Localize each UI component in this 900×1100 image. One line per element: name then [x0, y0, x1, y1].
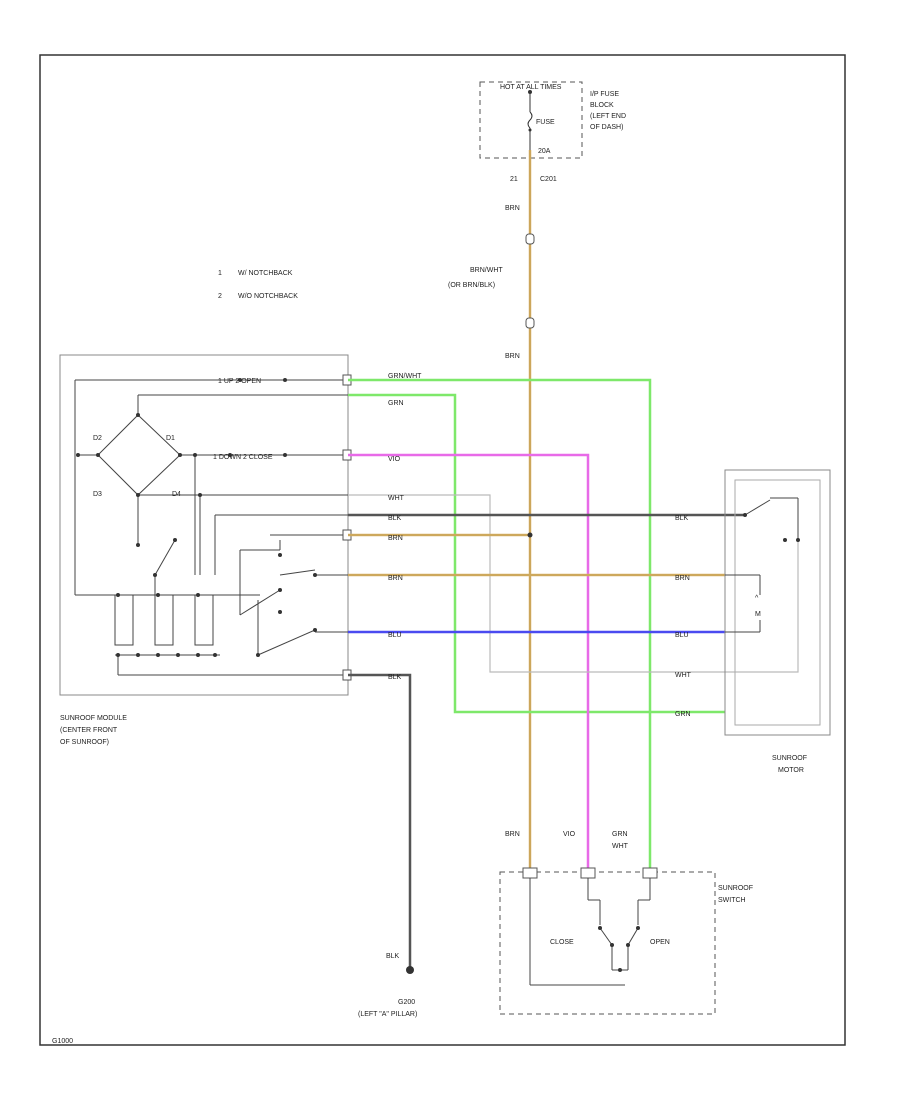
sunroof-motor: ^ M SUNROOF MOTOR	[724, 469, 831, 774]
switch-close: CLOSE	[550, 939, 574, 946]
ground-name: G200	[398, 999, 415, 1006]
wire-label-blk-ground-top: BLK	[388, 674, 402, 681]
wire-vio	[348, 453, 590, 870]
wire-label-brn-bottom: BRN	[505, 831, 520, 838]
wire-label-wht-bottom: WHT	[612, 843, 629, 850]
module-name-3: OF SUNROOF)	[60, 739, 109, 746]
wire-label-brn-r: BRN	[675, 575, 690, 582]
notes: 1 W/ NOTCHBACK 2 W/O NOTCHBACK	[218, 270, 298, 300]
wire-label-grn-bottom: GRN	[612, 831, 628, 838]
fuse-location-4: OF DASH)	[590, 124, 623, 131]
motor-m: M	[755, 611, 761, 618]
connector-name: C201	[540, 176, 557, 183]
note-2-text: W/O NOTCHBACK	[238, 293, 298, 300]
module-close-label: 1 DOWN 2 CLOSE	[213, 454, 273, 461]
diode-d4: D4	[172, 491, 181, 498]
motor-name-1: SUNROOF	[772, 755, 807, 762]
wire-wht	[348, 494, 799, 673]
fuse-amp: 20A	[538, 148, 551, 155]
note-1-num: 1	[218, 270, 222, 277]
wire-label-brn-top: BRN	[505, 205, 520, 212]
wire-label-blk-ground: BLK	[386, 953, 400, 960]
wire-label-brn-m: BRN	[388, 575, 403, 582]
diagram-frame	[39, 54, 846, 1046]
wire-label-wht: WHT	[388, 495, 405, 502]
switch-name-1: SUNROOF	[718, 885, 753, 892]
diode-d3: D3	[93, 491, 102, 498]
wire-label-grn-r: GRN	[675, 711, 691, 718]
module-name-1: SUNROOF MODULE	[60, 715, 127, 722]
wire-label-grn: GRN	[388, 400, 404, 407]
wire-label-blk: BLK	[388, 515, 402, 522]
wire-grn-wht	[348, 378, 652, 870]
note-2-num: 2	[218, 293, 222, 300]
wire-label-blu: BLU	[388, 632, 402, 639]
fuse-block: HOT AT ALL TIMES FUSE 20A I/P FUSE BLOCK…	[479, 81, 626, 159]
diode-d2: D2	[93, 435, 102, 442]
module-name-2: (CENTER FRONT	[60, 727, 118, 734]
module-open-label: 1 UP 2 OPEN	[218, 378, 261, 385]
ground-location: (LEFT "A" PILLAR)	[358, 1011, 417, 1018]
wire-grn	[348, 393, 725, 714]
fuse-location-3: (LEFT END	[590, 113, 626, 120]
fuse-label: FUSE	[536, 119, 555, 126]
wire-label-wht-r: WHT	[675, 672, 692, 679]
wire-label-brn-wht-2: (OR BRN/BLK)	[448, 282, 495, 289]
sunroof-switch: CLOSE OPEN SUNROOF SWITCH	[499, 867, 753, 1015]
wire-label-blk-r: BLK	[675, 515, 689, 522]
wire-label-vio: VIO	[388, 456, 401, 463]
connector-pin: 21	[510, 176, 518, 183]
note-1-text: W/ NOTCHBACK	[238, 270, 293, 277]
wire-label-brn-wht-1: BRN/WHT	[470, 267, 503, 274]
inline-connector	[525, 233, 535, 245]
sunroof-module: D2 D1 D3 D4 1 UP 2 OPEN 1 DOWN 2 CLOSE S…	[59, 354, 352, 746]
ground-point	[406, 966, 414, 974]
fuse-location-2: BLOCK	[590, 102, 614, 109]
inline-connector	[525, 317, 535, 329]
diode-d1: D1	[166, 435, 175, 442]
switch-name-2: SWITCH	[718, 897, 746, 904]
fuse-block-header: HOT AT ALL TIMES	[500, 84, 562, 91]
motor-name-2: MOTOR	[778, 767, 804, 774]
diagram-id: G1000	[52, 1038, 73, 1045]
wire-label-brn-mid: BRN	[505, 353, 520, 360]
wire-label-vio-bottom: VIO	[563, 831, 576, 838]
switch-open: OPEN	[650, 939, 670, 946]
motor-arrow-icon: ^	[755, 595, 759, 602]
wire-label-grn-wht: GRN/WHT	[388, 373, 422, 380]
wire-blk-ground	[348, 673, 412, 968]
wire-label-brn-center: BRN	[388, 535, 403, 542]
fuse-location-1: I/P FUSE	[590, 91, 619, 98]
wire-label-blu-r: BLU	[675, 632, 689, 639]
